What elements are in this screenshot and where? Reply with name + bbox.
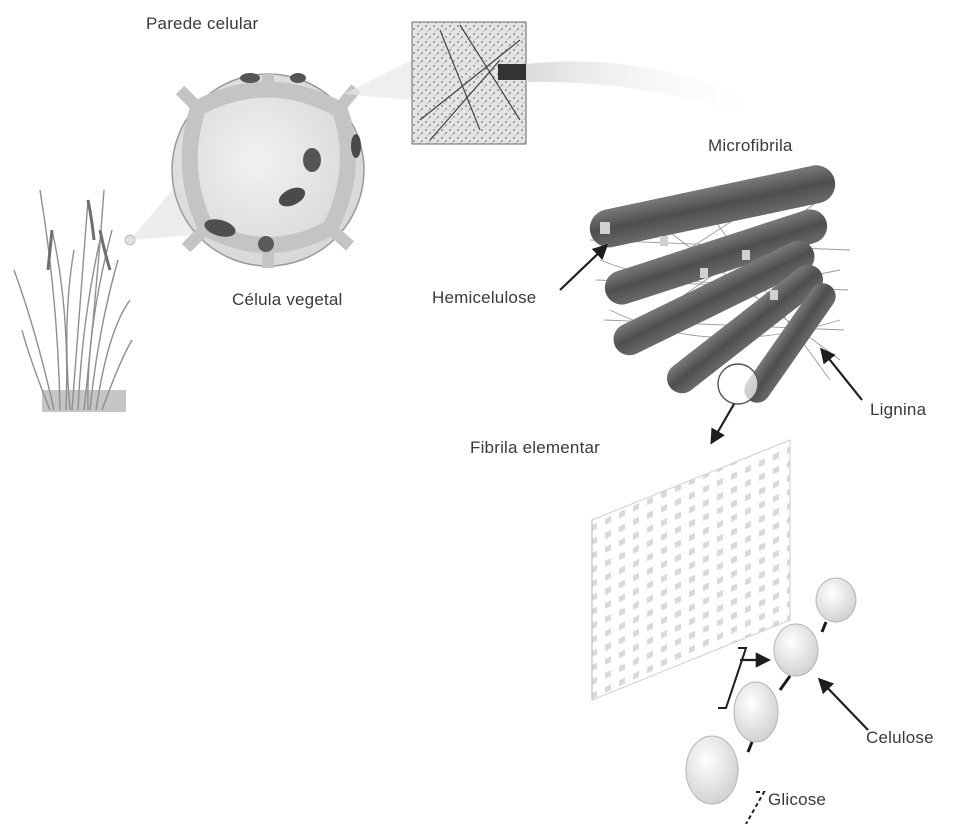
hemicellulose-arrow (560, 246, 606, 290)
cellulose-label: Celulose (866, 728, 934, 748)
cell-wall-micrograph (412, 22, 526, 144)
plant-cell-label: Célula vegetal (232, 290, 343, 310)
grass-plant-illustration (14, 190, 132, 412)
lignin-arrow (822, 350, 862, 400)
cell-wall-label: Parede celular (146, 14, 258, 34)
glucose-label: Glicose (768, 790, 826, 810)
plant-cell-illustration (172, 73, 364, 268)
cellulose-arrow (820, 680, 868, 730)
elementary-fibril-label: Fibrila elementar (470, 438, 600, 458)
lignin-label: Lignina (870, 400, 926, 420)
zoom-beam-micrograph (526, 61, 770, 120)
microfibril-label: Microfibrila (708, 136, 793, 156)
hemicellulose-label: Hemicelulose (432, 288, 536, 308)
elementary-fibril-arrow (712, 404, 734, 442)
zoom-beam-cell (344, 60, 412, 100)
glucose-bracket (746, 792, 764, 824)
zoom-origin-dot (125, 235, 135, 245)
microfibril-bundle-illustration (586, 162, 850, 408)
